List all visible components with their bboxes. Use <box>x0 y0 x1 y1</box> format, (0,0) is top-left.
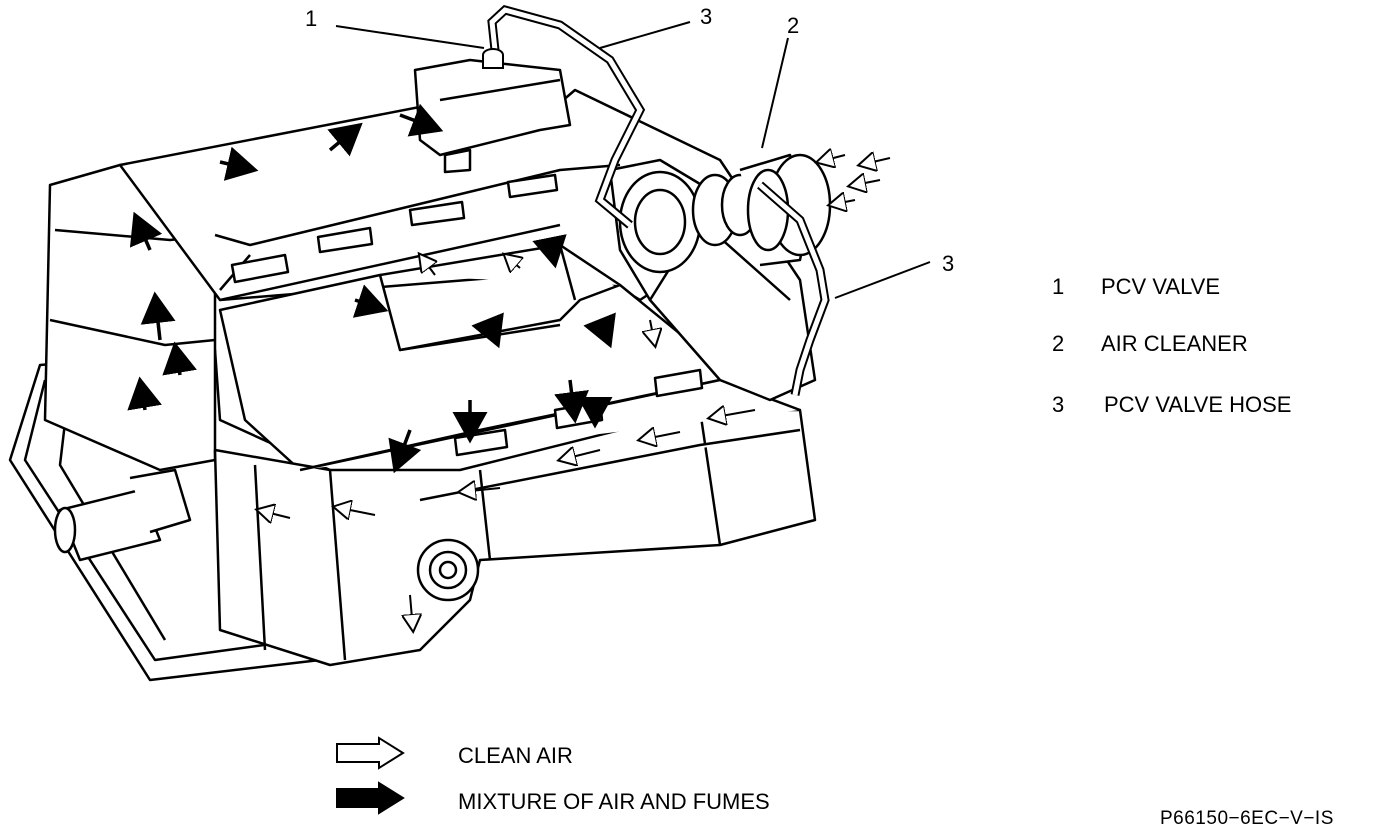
parts-legend-item: 2 AIR CLEANER <box>1052 333 1312 357</box>
callout-2-air-cleaner: 2 <box>787 13 800 38</box>
parts-legend-number: 1 <box>1052 274 1065 299</box>
legend-clean-air-label: CLEAN AIR <box>458 743 573 768</box>
figure-id: P66150−6EC−V−IS <box>1160 808 1334 829</box>
pcv-valve <box>482 48 504 69</box>
airflow-arrows-fumes <box>127 103 616 474</box>
parts-legend-label: PCV VALVE <box>1101 274 1221 299</box>
legend-key-solid-arrow <box>336 781 405 815</box>
pcv-valve-hose <box>487 5 830 396</box>
legend-mixture-label: MIXTURE OF AIR AND FUMES <box>458 789 770 814</box>
leader-lines <box>335 21 931 299</box>
parts-legend-number: 3 <box>1052 392 1065 417</box>
callout-3-hose-top: 3 <box>700 4 713 29</box>
callout-3-hose-right: 3 <box>942 251 955 276</box>
parts-legend-number: 2 <box>1052 331 1065 356</box>
parts-legend-item: 1 PCV VALVE <box>1052 276 1312 300</box>
airflow-arrows-clean <box>258 155 891 630</box>
legend-key-hollow-arrow <box>336 736 405 770</box>
engine-block <box>8 58 832 682</box>
parts-legend-label: AIR CLEANER <box>1101 331 1248 356</box>
parts-legend-label: PCV VALVE HOSE <box>1104 392 1292 417</box>
callout-1-pcv-valve: 1 <box>305 6 318 31</box>
parts-legend-item: 3 PCV VALVE HOSE <box>1052 394 1322 418</box>
